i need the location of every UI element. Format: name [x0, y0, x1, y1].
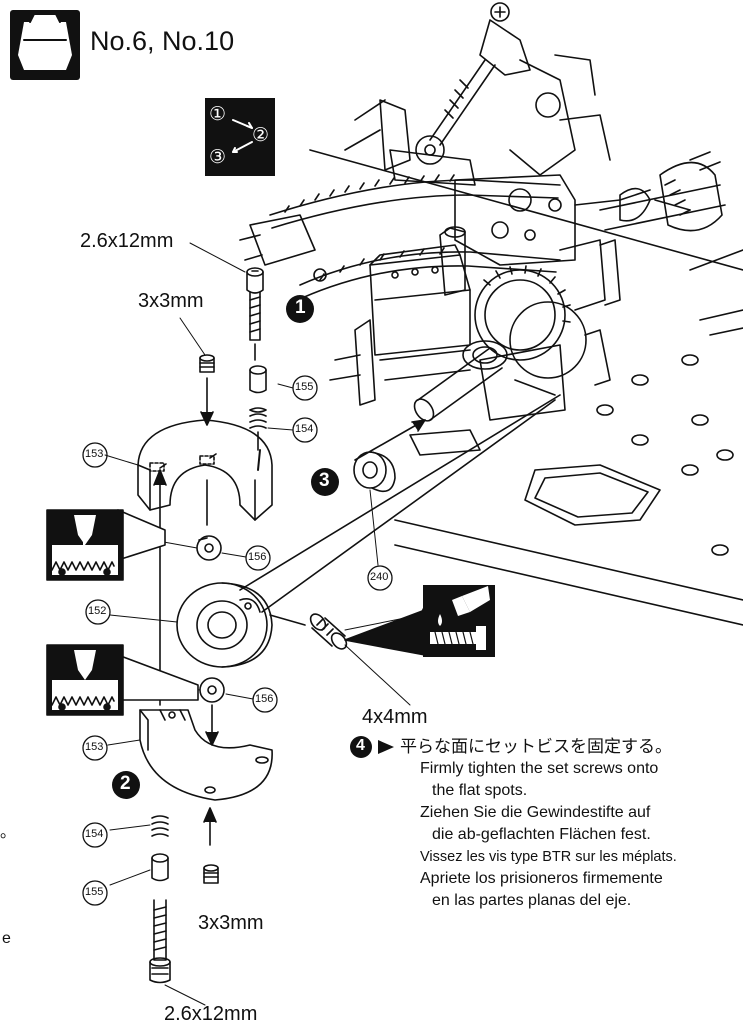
part-156-top: 156	[248, 551, 267, 563]
part-155-lower: 155	[85, 886, 104, 898]
thread-lock-callout	[344, 585, 495, 657]
step-2-number: 2	[120, 773, 131, 794]
assembly-arrow-up	[153, 469, 167, 706]
gear-mesh-callout-lower	[46, 644, 199, 716]
set-screw-size-bottom: 3x3mm	[198, 912, 264, 934]
spring-154-lower	[151, 815, 169, 837]
step-3-badge	[311, 468, 339, 496]
set-screw-side	[269, 604, 426, 706]
step-indicator-1: ①	[209, 103, 227, 125]
chassis-plate	[309, 149, 743, 626]
gear-housing	[329, 226, 621, 421]
instruction-english-1: Firmly tighten the set screws onto	[420, 760, 659, 777]
upper-mechanism	[239, 2, 651, 282]
part-number-circles	[82, 375, 393, 906]
instruction-french: Vissez les vis type BTR sur les méplats.	[420, 849, 677, 865]
screw-size-top: 2.6x12mm	[80, 230, 174, 252]
part-154-top: 154	[295, 423, 314, 435]
step-4-arrow-icon	[378, 740, 394, 754]
instruction-english-2: the flat spots.	[432, 782, 528, 799]
spacer-155-lower	[151, 853, 169, 882]
edge-mark-1: 。	[0, 824, 17, 841]
guide-lines	[239, 379, 561, 613]
part-152: 152	[88, 605, 107, 617]
instruction-japanese: 平らな面にセットビスを固定する。	[400, 737, 672, 757]
part-155-top: 155	[295, 381, 314, 393]
step-1-badge	[286, 295, 314, 323]
step-3-number: 3	[319, 470, 330, 491]
output-shaft	[409, 347, 503, 456]
instruction-german-2: die ab-geflachten Flächen fest.	[432, 826, 651, 843]
instruction-german-1: Ziehen Sie die Gewindestifte auf	[420, 804, 651, 821]
step-4-number: 4	[356, 737, 365, 754]
set-screw-bottom	[203, 864, 219, 884]
collar-156-upper	[196, 535, 222, 561]
part-153-lower: 153	[85, 741, 104, 753]
shell-half-upper	[137, 419, 273, 521]
step-1-number: 1	[295, 297, 306, 318]
model-title: No.6, No.10	[90, 26, 235, 56]
spacer-155-top	[249, 365, 267, 394]
step-indicator-2: ②	[252, 124, 270, 146]
part-156-lower: 156	[255, 693, 274, 705]
step-indicator-box	[205, 98, 275, 176]
edge-mark-2: e	[2, 930, 11, 947]
screw-size-bottom: 2.6x12mm	[164, 1003, 258, 1025]
step-4-badge	[350, 736, 372, 758]
instruction-block: 平らな面にセットビスを固定する。 Firmly tighten the set …	[370, 736, 677, 912]
hub-152	[176, 582, 273, 668]
spring-154-top	[249, 407, 267, 451]
step-indicator-3: ③	[209, 146, 227, 168]
shell-half-lower	[139, 709, 273, 801]
part-153-top: 153	[85, 448, 104, 460]
arrow-to-shaft	[354, 419, 426, 461]
instruction-spanish-2: en las partes planas del eje.	[432, 892, 632, 909]
set-screw-top	[199, 354, 215, 426]
set-screw-size-side: 4x4mm	[362, 706, 428, 728]
collar-156-lower	[199, 677, 225, 703]
drive-shaft	[599, 151, 726, 232]
part-240: 240	[370, 571, 389, 583]
instruction-spanish-1: Apriete los prisioneros firmemente	[420, 870, 663, 887]
cap-screw-bottom	[149, 899, 171, 984]
body-shell-icon	[10, 10, 80, 80]
step-2-badge	[112, 771, 140, 799]
set-screw-size-top: 3x3mm	[138, 290, 204, 312]
part-154-lower: 154	[85, 828, 104, 840]
cap-screw-top	[246, 267, 264, 361]
gear-mesh-callout-upper	[46, 509, 166, 581]
